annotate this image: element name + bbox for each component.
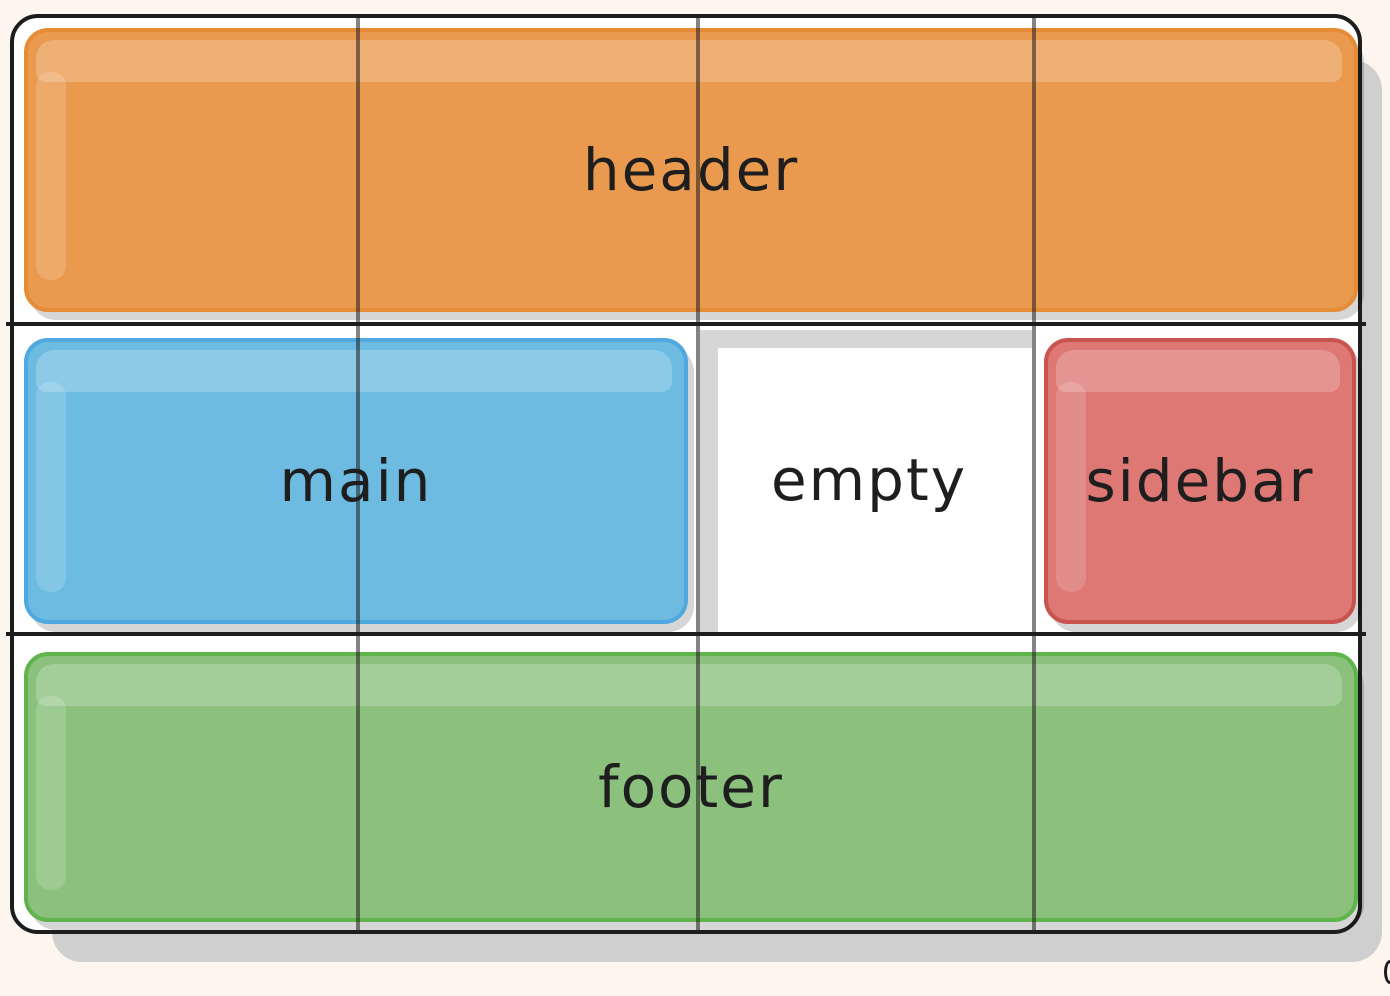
footer-area-label: footer xyxy=(598,753,784,821)
cropped-mark xyxy=(1384,960,1390,984)
empty-area-label: empty xyxy=(770,446,968,514)
main-area-label: main xyxy=(279,447,433,515)
header-area-label: header xyxy=(582,136,800,204)
empty-area: empty xyxy=(698,326,1032,634)
sidebar-area-label: sidebar xyxy=(1085,447,1315,515)
header-area: header xyxy=(24,28,1358,312)
grid-line-row-2 xyxy=(6,632,1366,636)
grid-line-column-3 xyxy=(1032,14,1036,934)
grid-line-column-1 xyxy=(356,14,360,934)
grid-line-column-2 xyxy=(696,14,700,934)
empty-cell-shadow-top xyxy=(700,330,1032,348)
footer-area: footer xyxy=(24,652,1358,922)
grid-line-row-1 xyxy=(6,322,1366,326)
empty-cell-shadow xyxy=(700,330,718,634)
sidebar-area: sidebar xyxy=(1044,338,1356,624)
